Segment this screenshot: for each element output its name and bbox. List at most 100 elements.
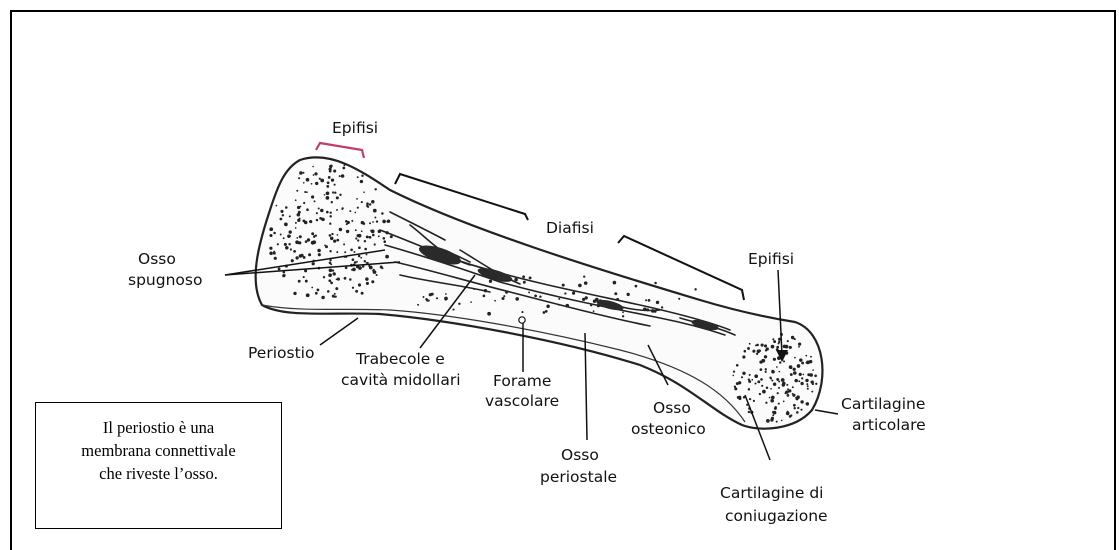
bone-dot (470, 301, 472, 303)
bone-dot (761, 359, 765, 363)
bone-dot (487, 312, 491, 316)
bone-dot (815, 383, 817, 385)
bone-dot (744, 350, 747, 353)
bone-dot (287, 235, 290, 238)
bone-dot (382, 220, 386, 224)
bone-dot (350, 248, 353, 251)
bone-dot (759, 393, 761, 395)
bone-dot (320, 179, 324, 183)
bone-dot (319, 178, 321, 180)
bone-dot (543, 311, 546, 314)
bone-dot (751, 379, 753, 381)
bone-dot (489, 280, 492, 283)
bone-dot (770, 419, 773, 422)
bone-dot (306, 191, 308, 193)
bone-dot (787, 394, 790, 397)
bone-dot (445, 299, 447, 301)
bone-dot (361, 201, 363, 203)
bone-dot (345, 266, 348, 269)
bone-dot (295, 227, 297, 229)
bone-dot (800, 400, 803, 403)
bone-dot (358, 283, 361, 286)
bone-dot (423, 296, 425, 298)
label-periostio: Periostio (248, 344, 314, 362)
label-osso-osteonico-1: Osso (653, 399, 691, 417)
bone-dot (366, 235, 369, 238)
bone-dot (318, 207, 320, 209)
bone-dot (269, 247, 272, 250)
bone-dot (778, 371, 780, 373)
bone-dot (316, 219, 318, 221)
bone-dot (583, 275, 585, 277)
bone-dot (384, 240, 386, 242)
bone-dot (354, 261, 357, 264)
bone-dot (770, 388, 772, 390)
bone-dot (374, 243, 376, 245)
bone-dot (330, 212, 332, 214)
bone-dot (339, 194, 341, 196)
bone-dot (273, 232, 276, 235)
bone-dot (357, 207, 359, 209)
label-epifisi-right: Epifisi (748, 250, 794, 268)
bone-dot (315, 182, 318, 185)
bone-dot (324, 245, 326, 247)
bone-dot (800, 409, 802, 411)
bone-dot (747, 347, 750, 350)
bone-dot (285, 246, 289, 250)
bone-dot (769, 397, 771, 399)
bone-dot (770, 399, 774, 403)
bone-dot (361, 221, 365, 225)
bone-dot (352, 258, 355, 261)
bone-dot (320, 209, 323, 212)
bone-dot (295, 222, 297, 224)
bone-dot (360, 257, 362, 259)
bone-dot (773, 382, 776, 385)
bone-dot (748, 388, 750, 390)
bone-dot (363, 191, 365, 193)
bone-dot (299, 171, 303, 175)
bone-dot (785, 391, 787, 393)
bone-dot (269, 252, 273, 256)
bone-dot (339, 175, 341, 177)
bone-dot (794, 357, 796, 359)
bone-dot (274, 257, 277, 260)
bone-dot (760, 368, 763, 371)
bone-dot (762, 390, 766, 394)
bone-dot (757, 350, 761, 354)
bone-dot (300, 206, 302, 208)
bone-dot (311, 183, 313, 185)
bone-dot (371, 230, 375, 234)
bone-dot (343, 164, 345, 166)
bone-dot (796, 411, 799, 414)
bone-dot (694, 288, 696, 290)
bone-dot (733, 370, 735, 372)
bone-dot (738, 381, 741, 384)
bone-dot (369, 222, 371, 224)
bone-dot (329, 215, 331, 217)
bone-dot (801, 377, 803, 379)
bone-dot (347, 221, 350, 224)
bone-dot (331, 233, 333, 235)
bone-dot (332, 191, 334, 193)
bone-dot (578, 284, 582, 288)
bone-dot (373, 270, 377, 274)
bone-dot (269, 234, 272, 237)
bone-dot (353, 251, 355, 253)
bone-dot (765, 368, 767, 370)
bone-dot (312, 262, 315, 265)
bone-dot (329, 234, 332, 237)
bone-dot (371, 280, 374, 283)
bone-dot (798, 342, 801, 345)
bone-dot (289, 230, 292, 233)
bone-dot (358, 246, 361, 249)
bone-dot (792, 394, 795, 397)
bone-dot (327, 291, 329, 293)
bone-dot (311, 195, 314, 198)
bone-dot (799, 358, 802, 361)
label-forame-2: vascolare (485, 392, 559, 410)
bone-dot (318, 253, 321, 256)
bone-dot (360, 180, 363, 183)
bone-dot (364, 260, 366, 262)
bone-dot (329, 250, 331, 252)
bone-dot (280, 218, 283, 221)
